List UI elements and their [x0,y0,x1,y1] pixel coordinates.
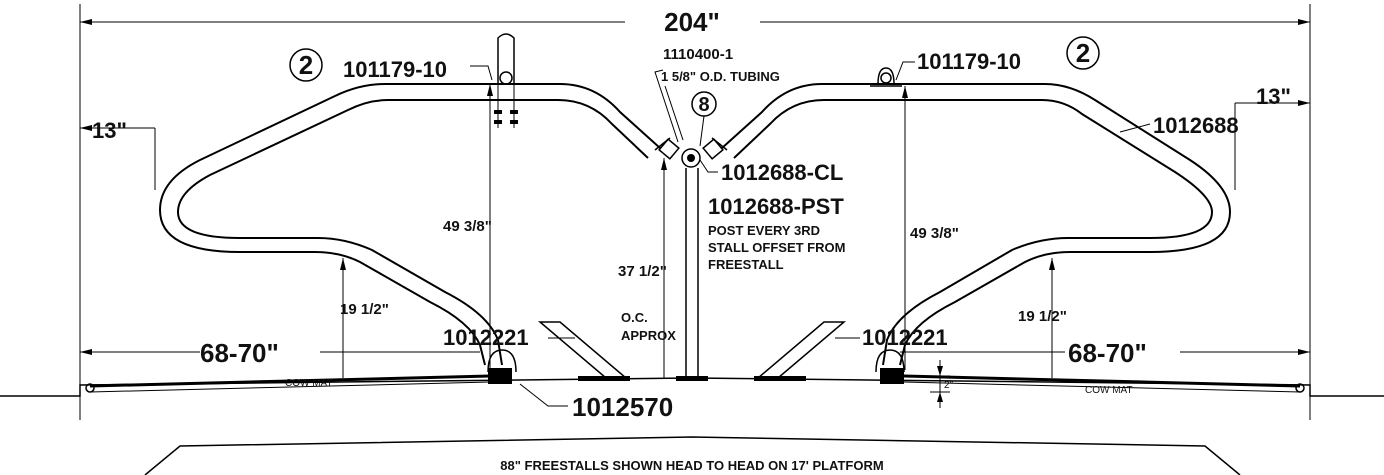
platform-outline [144,436,1241,475]
post-note-3: FREESTALL [708,257,784,272]
left-offset-dimension [80,125,156,190]
right-curb [875,349,905,384]
left-loop-rail [158,83,661,366]
caption: 88" FREESTALLS SHOWN HEAD TO HEAD ON 17'… [500,458,883,473]
left-brisket-label: 1012221 [443,325,529,350]
post-note-1: POST EVERY 3RD [708,223,820,238]
right-offset-dimension [1234,100,1310,190]
oc-note-1: O.C. [621,310,648,325]
clamp-part-label: 1110400-1 [663,46,733,63]
right-qty-label: 2 [1076,38,1090,68]
right-brisket-support [754,321,847,381]
right-bed-label: 68-70" [1068,338,1147,368]
right-brisket-label: 1012221 [862,325,948,350]
platform [0,377,1384,420]
oc-note-2: APPROX [621,328,676,343]
right-loop-rail [721,83,1232,366]
left-loop-height-label: 49 3/8" [443,218,492,235]
left-qty-balloon [289,48,323,82]
left-bracket-label: 101179-10 [343,57,447,82]
post-height-dim [661,158,667,378]
left-top-bracket [486,33,530,128]
right-loop-height-dim [902,86,908,370]
left-offset-label: 13" [92,118,127,143]
overall-dimension [79,4,1311,385]
right-lower-height-dim [1049,258,1055,378]
right-qty-balloon [1066,36,1100,70]
left-brisket-support [537,321,630,381]
left-loop-height-dim [487,84,493,370]
left-qty-label: 2 [299,50,313,80]
tubing-label: 1 5/8" O.D. TUBING [661,69,780,84]
left-bed-dim [80,349,480,355]
center-clamp-assembly [654,137,728,168]
left-lower-height-dim [340,258,346,378]
left-lower-height-label: 19 1/2" [340,301,389,318]
mat-thickness-dim [930,360,950,408]
left-bed-label: 68-70" [200,338,279,368]
right-offset-label: 13" [1256,84,1291,109]
left-curb [487,349,517,384]
post-label: 1012688-PST [708,194,844,219]
right-bracket-label: 101179-10 [917,49,1021,74]
overall-width-label: 204" [664,7,720,37]
curb-label: 1012570 [572,392,673,422]
right-mat-label: COW MAT [1085,385,1133,396]
post-height-label: 37 1/2" [618,263,667,280]
center-post [676,168,708,381]
right-loop-height-label: 49 3/8" [910,225,959,242]
center-qty-label: 8 [698,94,709,116]
mat-thickness-label: 2" [944,380,954,391]
clamp-label: 1012688-CL [721,160,843,185]
right-top-bracket [870,67,902,87]
post-note-2: STALL OFFSET FROM [708,240,845,255]
left-mat-label: COW MAT [285,378,333,389]
right-bed-dim [900,349,1310,355]
loop-part-label: 1012688 [1153,113,1239,138]
right-lower-height-label: 19 1/2" [1018,308,1067,325]
